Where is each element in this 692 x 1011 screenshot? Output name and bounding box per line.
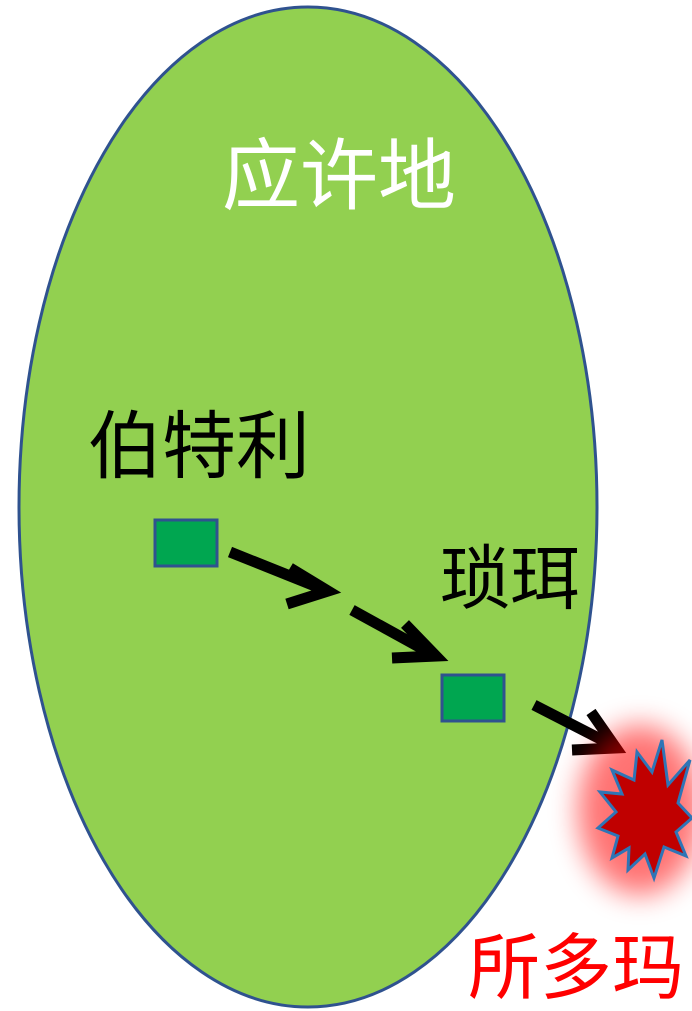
region-oval bbox=[17, 5, 599, 1009]
destination-city-label: 所多玛 bbox=[468, 926, 685, 1010]
explosion-icon bbox=[595, 739, 692, 883]
middle-city-label: 琐珥 bbox=[440, 538, 580, 620]
region-label: 应许地 bbox=[222, 132, 457, 222]
arrow-1-icon bbox=[227, 546, 342, 610]
start-city-marker bbox=[153, 518, 219, 568]
arrow-2-icon bbox=[349, 605, 449, 664]
start-city-label: 伯特利 bbox=[88, 404, 310, 490]
middle-city-marker bbox=[440, 673, 506, 723]
